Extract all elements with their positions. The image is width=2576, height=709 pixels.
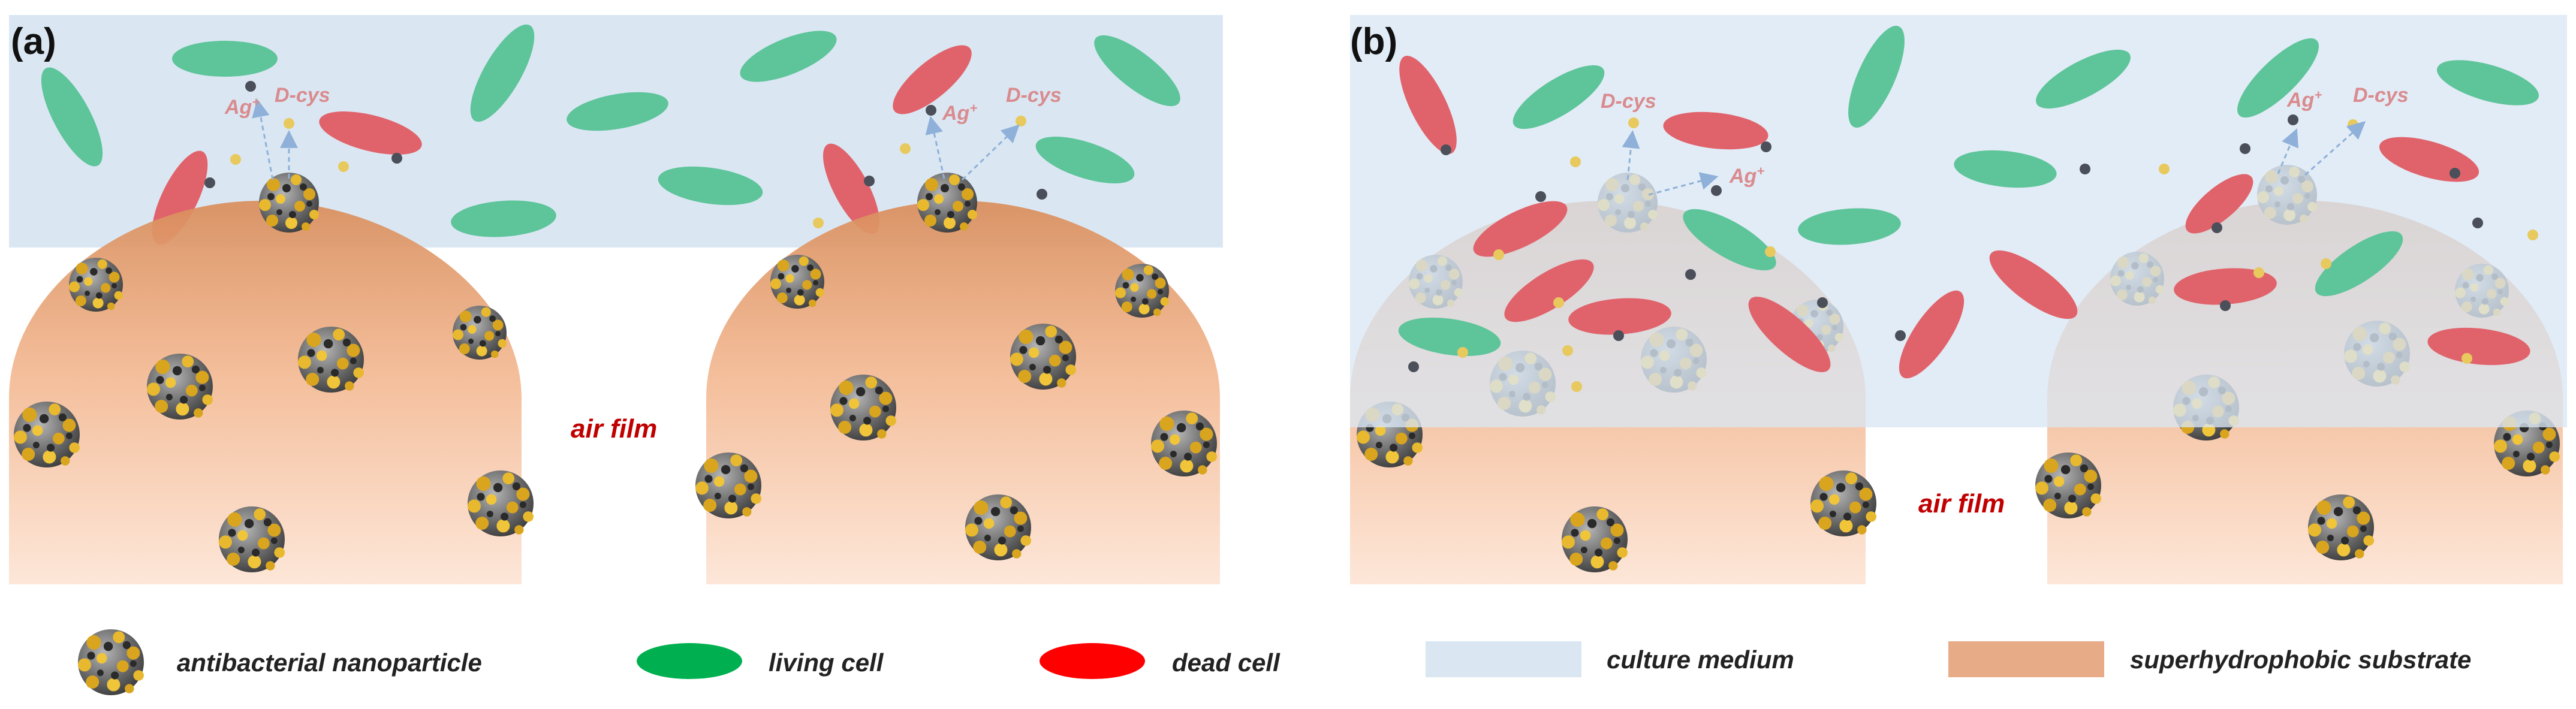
living-cell	[2437, 60, 2539, 105]
living-cell	[1848, 26, 1905, 128]
air-film-label-b: air film	[1918, 489, 2005, 518]
living-cell	[567, 92, 668, 131]
nanoparticle	[2308, 494, 2374, 560]
nanoparticle	[69, 258, 123, 312]
dead-cell	[893, 45, 972, 114]
dead-cell	[822, 143, 880, 234]
dcys-label: D-cys	[275, 84, 330, 107]
legend-label: living cell	[769, 648, 884, 677]
nanoparticle	[1810, 470, 1876, 536]
legend-label: dead cell	[1172, 648, 1281, 677]
nanoparticle-icon	[78, 629, 144, 695]
dcys-label: D-cys	[1006, 84, 1062, 107]
dead-cell	[1989, 250, 2078, 319]
culture-medium-swatch-icon	[1426, 641, 1581, 677]
legend: antibacterial nanoparticle living cell d…	[78, 629, 2471, 695]
legend-item-nanoparticle: antibacterial nanoparticle	[78, 629, 482, 695]
legend-label: culture medium	[1607, 645, 1794, 674]
nanoparticle	[298, 327, 364, 393]
dcys-label: D-cys	[1601, 90, 1656, 113]
nanoparticle	[1010, 324, 1076, 390]
living-cells	[41, 24, 1180, 237]
panel-a-label: (a)	[11, 21, 56, 62]
dcys-label: D-cys	[2353, 84, 2409, 107]
air-film-label-a: air film	[571, 414, 657, 443]
nanoparticle	[965, 494, 1031, 560]
living-cell	[658, 166, 763, 206]
nanoparticle	[147, 354, 213, 420]
legend-item-living-cell: living cell	[637, 643, 884, 679]
nanoparticle	[453, 306, 507, 360]
dead-cell	[2185, 174, 2253, 234]
nanoparticle	[695, 452, 761, 518]
living-cell	[1683, 209, 1776, 271]
living-cells	[1398, 26, 2539, 357]
legend-label: superhydrophobic substrate	[2130, 645, 2471, 674]
nanoparticle	[2035, 452, 2101, 518]
nanoparticle	[468, 470, 534, 536]
living-cell	[172, 41, 278, 77]
living-cell-icon	[637, 643, 742, 679]
dead-cell	[1748, 297, 1831, 372]
legend-label: antibacterial nanoparticle	[177, 648, 482, 677]
dead-cell	[1504, 259, 1594, 322]
living-cell	[451, 200, 556, 237]
living-cell	[1035, 137, 1135, 183]
dead-cell	[1399, 56, 1457, 154]
nanoparticle	[13, 402, 80, 467]
living-cell	[2036, 49, 2131, 109]
dead-cell	[1663, 111, 1768, 150]
living-cell	[2315, 231, 2403, 297]
living-cell	[41, 67, 103, 167]
legend-item-substrate: superhydrophobic substrate	[1948, 641, 2471, 677]
dead-cell	[1473, 201, 1568, 257]
living-cell	[740, 31, 837, 82]
panel-b-label: (b)	[1350, 21, 1397, 62]
ag-ion-label: Ag+	[1729, 164, 1764, 188]
living-cell	[1513, 65, 1605, 129]
legend-item-dead-cell: dead cell	[1040, 643, 1281, 679]
living-cell	[2237, 38, 2319, 118]
living-cell	[1398, 317, 1501, 357]
dead-cell	[319, 111, 422, 155]
panel-a: Ag+ D-cys Ag+ D-cys (a) air film	[9, 15, 1223, 584]
dead-cell	[2427, 327, 2530, 366]
dead-cell	[2174, 268, 2277, 305]
released-species-a	[204, 81, 1047, 228]
living-cell	[1798, 208, 1901, 245]
living-cell	[1954, 150, 2057, 188]
substrate-dome-right	[706, 201, 1220, 584]
released-species-b	[1408, 114, 2538, 392]
substrate-dome-left	[9, 201, 522, 584]
nanoparticle	[1562, 506, 1628, 572]
dead-cell-icon	[1040, 643, 1145, 679]
nanoparticle	[830, 375, 896, 441]
ag-ion-label: Ag+	[942, 101, 977, 125]
living-cell	[1094, 35, 1180, 107]
nanoparticle	[1115, 264, 1169, 318]
ag-ion-label: Ag+	[224, 95, 260, 119]
panel-b: D-cys Ag+ Ag+ D-cys (b) air film	[1350, 15, 2567, 584]
nanoparticle	[219, 506, 285, 572]
dead-cell	[1568, 298, 1671, 335]
nanoparticle	[917, 173, 977, 233]
nanoparticle	[770, 255, 824, 309]
nanoparticle	[1151, 411, 1217, 476]
ag-ion-label: Ag+	[2286, 88, 2322, 111]
nanoparticle	[259, 173, 319, 233]
living-cell	[470, 24, 535, 122]
dead-cell	[1899, 290, 1965, 379]
substrate-swatch-icon	[1948, 641, 2104, 677]
legend-item-culture-medium: culture medium	[1426, 641, 1794, 677]
